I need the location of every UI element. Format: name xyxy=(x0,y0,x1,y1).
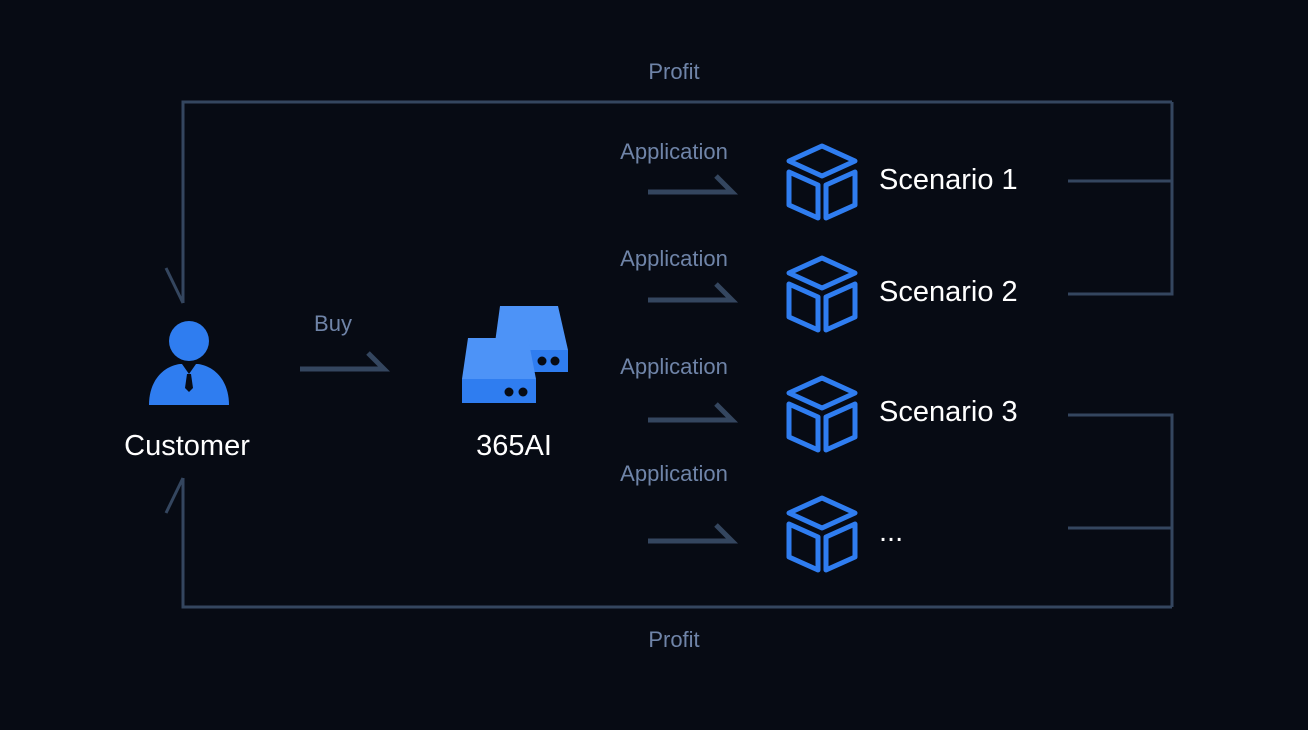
profit-loop-bottom xyxy=(181,478,1172,609)
profit-label-top: Profit xyxy=(648,59,700,84)
person-icon xyxy=(148,320,232,413)
profit-label-bottom: Profit xyxy=(648,627,700,652)
server-icon xyxy=(462,305,570,410)
product-label: 365AI xyxy=(476,430,552,462)
profit-loop-top xyxy=(181,100,1172,303)
customer-label: Customer xyxy=(124,430,250,462)
application-label-4: Application xyxy=(620,461,728,486)
application-label-3: Application xyxy=(620,354,728,379)
application-arrow-4 xyxy=(648,523,739,544)
buy-label: Buy xyxy=(314,311,352,336)
application-label-1: Application xyxy=(620,139,728,164)
application-arrow-2 xyxy=(648,282,739,303)
buy-arrow xyxy=(300,351,391,372)
profit-loop-bottom-arrowhead xyxy=(164,477,185,514)
cube-icon xyxy=(784,494,860,579)
cube-icon xyxy=(784,142,860,227)
cube-icon xyxy=(784,254,860,339)
bracket-top xyxy=(1068,179,1174,296)
cube-icon xyxy=(784,374,860,459)
bracket-bottom xyxy=(1068,413,1174,530)
application-label-2: Application xyxy=(620,246,728,271)
scenario-label-2: Scenario 2 xyxy=(879,276,1018,308)
application-arrow-3 xyxy=(648,402,739,423)
scenario-label-3: Scenario 3 xyxy=(879,396,1018,428)
profit-loop-top-arrowhead xyxy=(164,267,185,304)
application-arrow-1 xyxy=(648,174,739,195)
scenario-label-1: Scenario 1 xyxy=(879,164,1018,196)
scenario-label-4: ... xyxy=(879,516,904,548)
